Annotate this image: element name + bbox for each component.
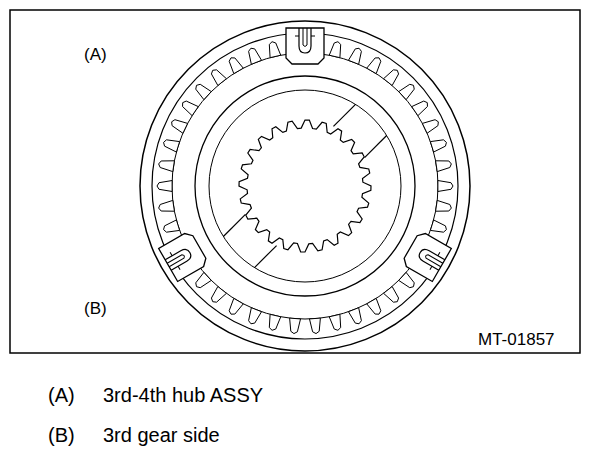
legend-description: 3rd-4th hub ASSY: [103, 384, 263, 406]
sleeve-tooth: [159, 161, 175, 172]
sleeve-tooth: [309, 318, 320, 333]
sleeve-tooth: [430, 140, 446, 152]
sleeve-tooth: [290, 318, 301, 333]
sleeve-tooth: [367, 298, 381, 314]
shifting-insert: [159, 231, 209, 282]
sleeve-tooth: [384, 70, 399, 86]
shifting-insert: [401, 231, 451, 282]
sleeve-tooth: [412, 101, 428, 116]
sleeve-tooth: [269, 314, 280, 330]
legend-description: 3rd gear side: [103, 424, 220, 446]
hub-outer-ring: [195, 76, 415, 296]
callout-letter: (A): [84, 46, 107, 65]
sleeve-tooth: [399, 84, 415, 99]
sleeve-tooth: [196, 84, 212, 99]
sleeve-tooth: [329, 42, 340, 58]
sleeve-tooth: [159, 200, 175, 211]
legend-letter: (B): [48, 424, 75, 446]
sleeve-tooth: [211, 70, 226, 86]
sleeve-tooth: [196, 272, 212, 287]
hub-slot-edge: [254, 246, 276, 268]
sleeve-tooth: [157, 181, 172, 192]
frame: [10, 10, 580, 353]
sleeve-tooth: [422, 120, 438, 134]
sleeve-tooth: [436, 200, 452, 211]
sleeve-tooth: [384, 286, 399, 302]
legend-letter: (A): [48, 384, 75, 406]
sleeve-outer-ring: [140, 21, 470, 351]
sleeve-tooth: [249, 48, 262, 64]
sleeve-ring: [152, 33, 458, 339]
sleeve-tooth: [164, 220, 180, 232]
sleeve-tooth: [399, 272, 415, 287]
sleeve-tooth: [164, 140, 180, 152]
sleeve-tooth: [430, 220, 446, 232]
spline-bore: [239, 120, 371, 252]
hub-web-ring: [209, 90, 401, 282]
sleeve-tooth: [172, 120, 188, 134]
callout-letter: (B): [84, 300, 107, 319]
sleeve-tooth: [269, 42, 280, 58]
tooth-root-ring: [172, 53, 438, 319]
sleeve-tooth: [229, 298, 243, 314]
sleeve-tooth: [367, 58, 381, 74]
sleeve-tooth: [229, 58, 243, 74]
sleeve-tooth: [183, 101, 199, 116]
hub-slot-edge: [333, 104, 355, 126]
sleeve-tooth: [329, 314, 340, 330]
hub-assembly: [140, 21, 470, 351]
sleeve-tooth: [438, 181, 453, 192]
hub-slot-edge: [365, 135, 387, 157]
sleeve-tooth: [436, 161, 452, 172]
sleeve-tooth: [249, 308, 262, 324]
sleeve-tooth: [211, 286, 226, 302]
hub-slot-edge: [223, 214, 245, 236]
figure-code: MT-01857: [478, 331, 555, 350]
shifting-insert: [286, 28, 324, 64]
sleeve-tooth: [348, 48, 361, 64]
sleeve-tooth: [348, 308, 361, 324]
